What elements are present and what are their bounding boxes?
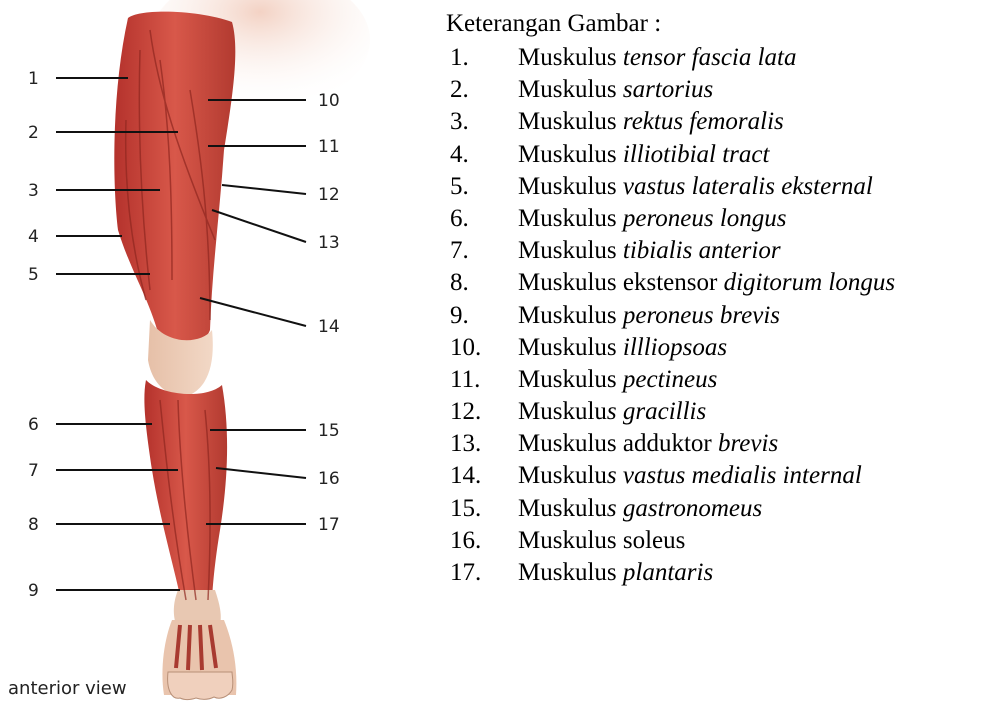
legend-item-text: Muskulu <box>518 398 607 425</box>
legend-item-number: 14. <box>446 460 518 492</box>
thigh <box>114 12 235 346</box>
lower-leg <box>144 380 227 605</box>
legend-item-number: 5. <box>446 171 518 203</box>
legend-item-number: 9. <box>446 300 518 332</box>
callout-5: 5 <box>28 265 39 285</box>
legend-item-latin: illiotibial tract <box>623 141 770 168</box>
legend-item-text: Muskulus <box>518 334 623 361</box>
legend-item-latin: peroneus brevis <box>623 302 780 329</box>
legend-title: Keterangan Gambar : <box>446 6 895 42</box>
view-label: anterior view <box>8 678 127 699</box>
legend-item-text: Muskulus <box>518 173 623 200</box>
legend-item-number: 3. <box>446 106 518 138</box>
legend-item-text: Muskulus ekstensor <box>518 269 724 296</box>
legend-item-latin: peroneus longus <box>623 205 787 232</box>
legend-item-number: 2. <box>446 74 518 106</box>
callout-14: 14 <box>318 317 340 337</box>
legend-item-text: Muskulus <box>518 559 623 586</box>
callout-12: 12 <box>318 185 340 205</box>
legend-item-number: 4. <box>446 139 518 171</box>
legend: Keterangan Gambar : 1.Muskulus tensor fa… <box>446 6 895 589</box>
callout-6: 6 <box>28 415 39 435</box>
legend-item-latin: plantaris <box>623 559 713 586</box>
legend-item-text: Muskulu <box>518 495 607 522</box>
legend-item-latin: s vastus medialis internal <box>607 462 862 489</box>
toes <box>168 672 233 700</box>
legend-item-text: Muskulus adduktor <box>518 430 718 457</box>
callout-9: 9 <box>28 581 39 601</box>
legend-item-latin: s gastronomeus <box>607 495 762 522</box>
legend-item-latin: brevis <box>718 430 778 457</box>
legend-item-latin: tensor fascia lata <box>623 44 797 71</box>
legend-item-latin: tibialis anterior <box>623 237 781 264</box>
legend-item: 10.Muskulus illliopsoas <box>446 332 895 364</box>
legend-item-text: Muskulus <box>518 366 623 393</box>
legend-item-latin: s gracillis <box>607 398 706 425</box>
callout-7: 7 <box>28 461 39 481</box>
legend-item: 17.Muskulus plantaris <box>446 557 895 589</box>
legend-item-latin: pectineus <box>623 366 717 393</box>
legend-item: 9.Muskulus peroneus brevis <box>446 300 895 332</box>
legend-item: 16.Muskulus soleus <box>446 525 895 557</box>
legend-item-text: Muskulus <box>518 237 623 264</box>
legend-item-number: 17. <box>446 557 518 589</box>
legend-item-latin: digitorum longus <box>724 269 896 296</box>
legend-item-number: 7. <box>446 235 518 267</box>
callout-16: 16 <box>318 469 340 489</box>
legend-item: 15.Muskulus gastronomeus <box>446 493 895 525</box>
callout-8: 8 <box>28 515 39 535</box>
legend-item-text: Muskulus soleus <box>518 527 685 554</box>
legend-item-text: Muskulu <box>518 462 607 489</box>
legend-item-latin: rektus femoralis <box>623 108 784 135</box>
callout-1: 1 <box>28 69 39 89</box>
leg-muscle-illustration: 1 2 3 4 5 6 7 8 9 10 11 12 13 14 15 16 1… <box>0 0 400 704</box>
ankle <box>174 590 221 625</box>
callout-3: 3 <box>28 181 39 201</box>
legend-item: 14.Muskulus vastus medialis internal <box>446 460 895 492</box>
legend-item: 7.Muskulus tibialis anterior <box>446 235 895 267</box>
legend-item-latin: illliopsoas <box>623 334 727 361</box>
legend-item: 5.Muskulus vastus lateralis eksternal <box>446 171 895 203</box>
callout-4: 4 <box>28 227 39 247</box>
legend-item: 1.Muskulus tensor fascia lata <box>446 42 895 74</box>
legend-item-number: 10. <box>446 332 518 364</box>
legend-item-text: Muskulus <box>518 44 623 71</box>
legend-item-number: 16. <box>446 525 518 557</box>
callout-2: 2 <box>28 123 39 143</box>
legend-item-number: 13. <box>446 428 518 460</box>
legend-item-number: 8. <box>446 267 518 299</box>
legend-item-text: Muskulus <box>518 108 623 135</box>
legend-item-number: 11. <box>446 364 518 396</box>
legend-item-number: 15. <box>446 493 518 525</box>
legend-item: 2.Muskulus sartorius <box>446 74 895 106</box>
legend-item-latin: sartorius <box>623 76 713 103</box>
legend-item-text: Muskulus <box>518 205 623 232</box>
legend-item: 3.Muskulus rektus femoralis <box>446 106 895 138</box>
legend-item-number: 12. <box>446 396 518 428</box>
legend-item-text: Muskulus <box>518 76 623 103</box>
legend-item: 12.Muskulus gracillis <box>446 396 895 428</box>
legend-item-number: 6. <box>446 203 518 235</box>
legend-item: 6.Muskulus peroneus longus <box>446 203 895 235</box>
legend-item: 11.Muskulus pectineus <box>446 364 895 396</box>
legend-item-number: 1. <box>446 42 518 74</box>
callout-11: 11 <box>318 137 340 157</box>
legend-item: 8.Muskulus ekstensor digitorum longus <box>446 267 895 299</box>
legend-item-latin: vastus lateralis eksternal <box>623 173 873 200</box>
legend-item-text: Muskulus <box>518 141 623 168</box>
legend-item: 13.Muskulus adduktor brevis <box>446 428 895 460</box>
callout-13: 13 <box>318 233 340 253</box>
legend-item-text: Muskulus <box>518 302 623 329</box>
callout-15: 15 <box>318 421 340 441</box>
callout-17: 17 <box>318 515 340 535</box>
callout-10: 10 <box>318 91 340 111</box>
legend-item: 4.Muskulus illiotibial tract <box>446 139 895 171</box>
